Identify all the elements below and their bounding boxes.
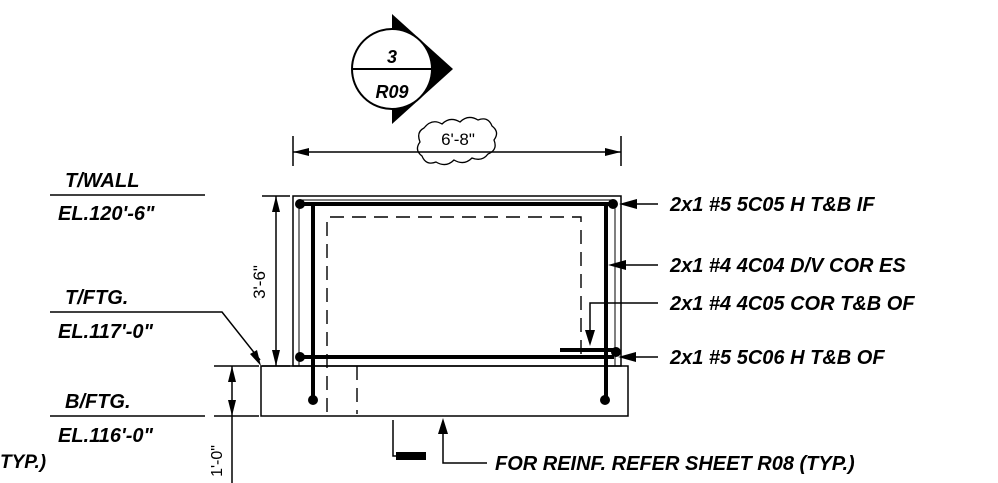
wall-outline [292,195,622,367]
elevation-top-of-footing-leader [50,311,261,361]
wall-height-label: 3'-6" [250,265,269,299]
elevation-top-of-footing-label: T/FTG. [65,287,128,309]
callout-top-horizontal-arrow [619,199,637,209]
wall-outline-inner [298,199,616,367]
callout-corner: 2x1 #4 4C05 COR T&B OF [585,293,915,346]
elevation-bottom-of-footing-label: B/FTG. [65,391,131,413]
elevation-bottom-of-footing: B/FTG. EL.116'-0" [50,391,205,447]
callout-bottom-horizontal: 2x1 #5 5C06 H T&B OF [618,347,885,369]
left-cut-note: TYP.) [0,452,46,473]
footing-depth-label: 1'-0" [209,445,226,477]
wall-height-dimension: 3'-6" [250,195,290,367]
wall-height-arrow-bottom [272,350,280,366]
hidden-line-upper [326,216,582,412]
rebar-dot-top-left [295,199,305,209]
rebar-dot-footing-left [308,395,318,405]
callout-vertical-arrow [608,260,626,270]
callout-bottom-horizontal-text: 2x1 #5 5C06 H T&B OF [669,347,885,369]
elevation-top-of-footing-arrow [250,350,261,366]
section-marker-number: 3 [387,47,397,67]
callout-corner-arrow [585,330,595,346]
rebar [301,202,614,399]
section-marker[interactable]: 3 R09 [351,14,453,124]
elevation-top-of-wall-value: EL.120'-6" [58,203,155,225]
footing-outline [260,365,629,417]
elevation-top-of-footing-value: EL.117'-0" [58,321,154,343]
rebar-dot-footing-right [600,395,610,405]
callout-corner-text: 2x1 #4 4C05 COR T&B OF [669,293,915,315]
footing-reinf-text: FOR REINF. REFER SHEET R08 (TYP.) [495,453,855,475]
elevation-top-of-footing: T/FTG. EL.117'-0" [50,287,261,366]
rebar-dot-top-right [608,199,618,209]
callout-vertical: 2x1 #4 4C04 D/V COR ES [608,255,906,277]
wall-height-arrow-top [272,196,280,212]
elevation-top-of-wall: T/WALL EL.120'-6" [50,170,205,225]
footing-depth-dimension: 1'-0" [209,365,259,483]
footing-reinf-note: FOR REINF. REFER SHEET R08 (TYP.) [392,418,855,475]
callout-bottom-horizontal-arrow [618,352,636,362]
width-dimension-label: 6'-8" [441,130,475,149]
footing-depth-arrow-bottom [228,400,236,416]
width-dimension-arrow-right [605,148,621,156]
footing-reinf-arrow [438,418,448,434]
width-dimension: 6'-8" [292,130,622,166]
callout-vertical-text: 2x1 #4 4C04 D/V COR ES [669,255,906,277]
footing-reinf-leader [442,430,487,464]
callout-top-horizontal-text: 2x1 #5 5C05 H T&B IF [669,194,875,216]
elevation-top-of-wall-label: T/WALL [65,170,139,192]
width-dimension-arrow-left [293,148,309,156]
rebar-dot-bottom-right [611,347,621,357]
hidden-lines [326,216,582,414]
elevation-bottom-of-footing-value: EL.116'-0" [58,425,154,447]
footing-key-block [396,452,426,460]
revision-cloud [416,116,498,166]
footing-depth-arrow-top [228,366,236,382]
callout-corner-leader [589,302,658,340]
rebar-dot-bottom-left [295,352,305,362]
callout-top-horizontal: 2x1 #5 5C05 H T&B IF [619,194,875,216]
section-marker-sheet: R09 [375,82,408,102]
wall-outline-outer [292,195,622,367]
footing-key-symbol [392,420,426,457]
rebar-dots [295,199,621,405]
